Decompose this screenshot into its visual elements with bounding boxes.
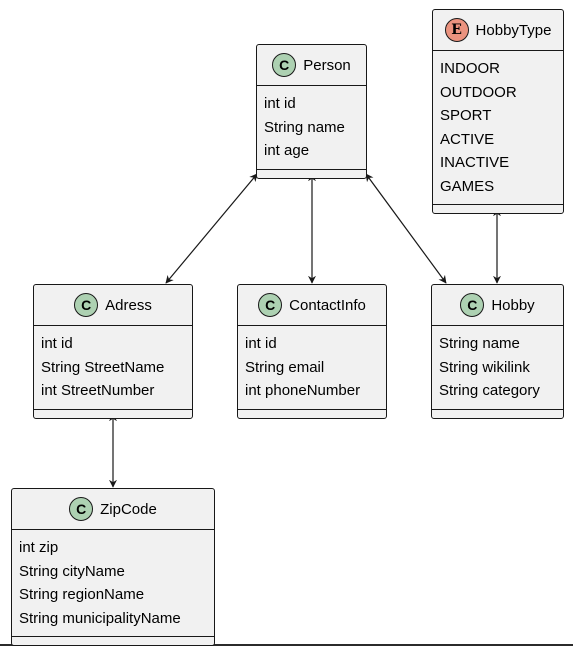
enum-value: INDOOR <box>440 60 500 77</box>
class-header: C ZipCode <box>12 489 214 530</box>
class-methods <box>12 636 214 645</box>
class-field: String municipalityName <box>19 609 181 627</box>
class-field: String name <box>439 335 520 352</box>
enum-hobbytype[interactable]: E HobbyType INDOOR OUTDOOR SPORT ACTIVE … <box>432 9 564 214</box>
class-methods <box>432 408 563 418</box>
class-name: Hobby <box>491 296 535 314</box>
class-field: String cityName <box>19 562 125 580</box>
class-field: String category <box>439 382 540 399</box>
class-stereotype-icon: C <box>74 293 99 317</box>
relation-person-adress <box>165 173 258 284</box>
class-field: int id <box>41 335 73 352</box>
class-methods <box>238 408 386 418</box>
class-person[interactable]: C Person int id String name int age <box>256 44 367 179</box>
class-methods <box>257 168 366 178</box>
class-fields: INDOOR OUTDOOR SPORT ACTIVE INACTIVE GAM… <box>433 51 563 204</box>
class-header: C Adress <box>34 285 192 326</box>
class-field: String name <box>264 118 345 136</box>
class-fields: String name String wikilink String categ… <box>432 326 563 409</box>
class-adress[interactable]: C Adress int id String StreetName int St… <box>33 284 193 419</box>
class-field: int id <box>264 95 296 112</box>
class-field: String regionName <box>19 586 145 603</box>
class-zipcode[interactable]: C ZipCode int zip String cityName String… <box>11 488 215 646</box>
class-header: E HobbyType <box>433 10 563 51</box>
class-methods <box>433 204 563 213</box>
class-contactinfo[interactable]: C ContactInfo int id String email int ph… <box>237 284 387 419</box>
relation-person-hobby <box>365 173 447 284</box>
class-fields: int id String StreetName int StreetNumbe… <box>34 326 192 409</box>
class-methods <box>34 408 192 418</box>
class-field: String wikilink <box>439 358 530 376</box>
class-field: String email <box>245 358 325 376</box>
class-name: ContactInfo <box>289 296 366 314</box>
class-name: ZipCode <box>100 500 157 518</box>
enum-stereotype-icon: E <box>444 18 469 42</box>
class-fields: int id String email int phoneNumber <box>238 326 386 409</box>
class-header: C ContactInfo <box>238 285 386 326</box>
class-stereotype-icon: C <box>69 497 94 521</box>
class-field: int age <box>264 142 310 159</box>
class-name: Person <box>303 56 351 74</box>
class-fields: int id String name int age <box>257 86 366 169</box>
class-field: int zip <box>19 539 59 556</box>
enum-value: ACTIVE <box>440 130 495 148</box>
class-field: String StreetName <box>41 358 165 376</box>
class-stereotype-icon: C <box>258 293 283 317</box>
class-field: int phoneNumber <box>245 382 361 399</box>
enum-value: OUTDOOR <box>440 83 517 101</box>
class-fields: int zip String cityName String regionNam… <box>12 530 214 636</box>
class-name: Adress <box>105 296 152 314</box>
class-header: C Person <box>257 45 366 86</box>
enum-value: INACTIVE <box>440 154 510 171</box>
class-field: int StreetNumber <box>41 382 155 399</box>
class-field: int id <box>245 335 277 352</box>
enum-value: SPORT <box>440 107 492 124</box>
class-stereotype-icon: C <box>272 53 297 77</box>
class-header: C Hobby <box>432 285 563 326</box>
class-name: HobbyType <box>475 21 552 39</box>
class-stereotype-icon: C <box>460 293 485 317</box>
class-hobby[interactable]: C Hobby String name String wikilink Stri… <box>431 284 564 419</box>
enum-value: GAMES <box>440 177 495 195</box>
